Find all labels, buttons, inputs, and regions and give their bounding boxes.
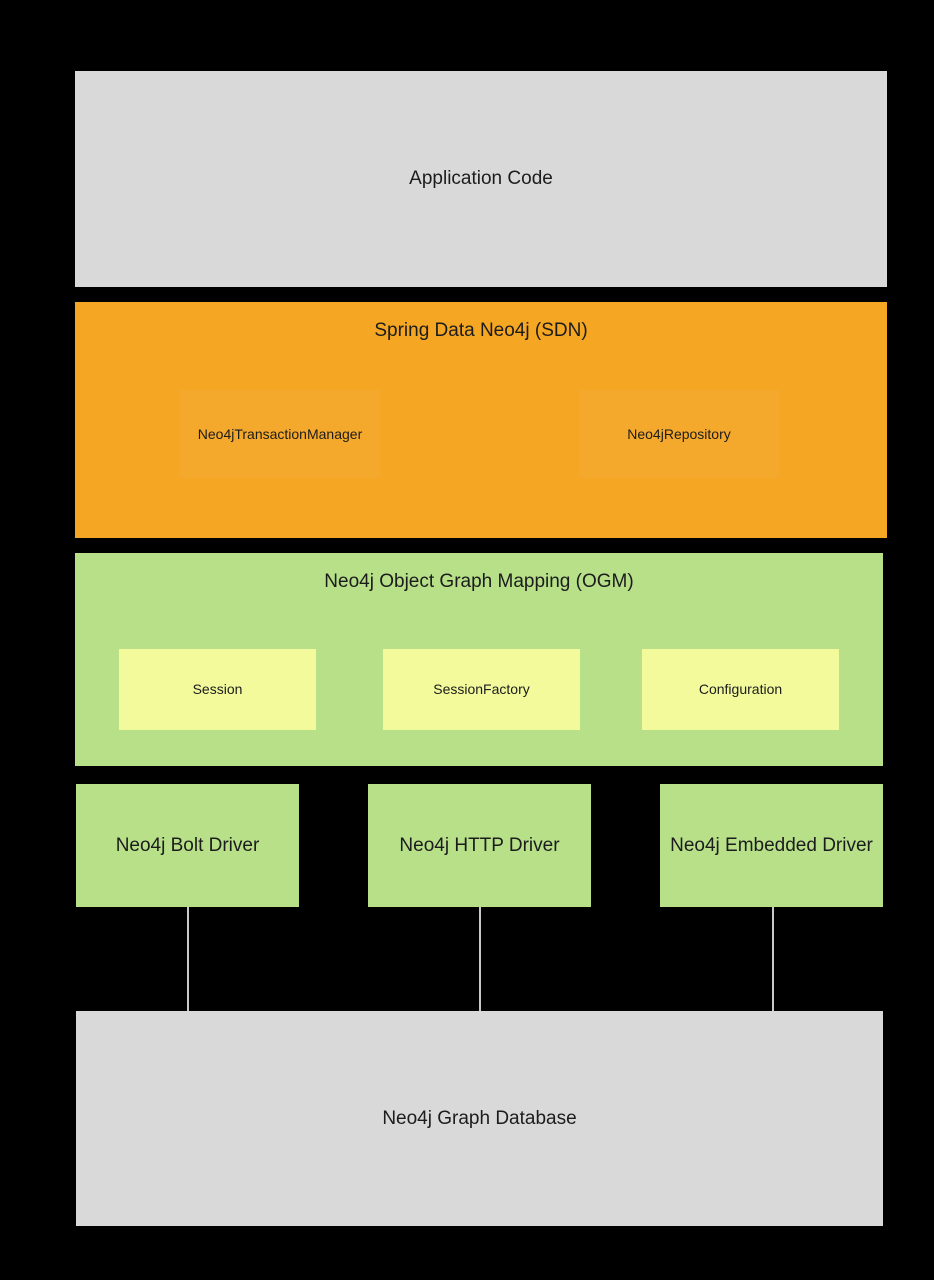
layer-neo4j-ogm: Neo4j Object Graph Mapping (OGM) Session… <box>75 553 883 766</box>
ogm-component-label: Session <box>192 681 243 698</box>
ogm-component-session-factory: SessionFactory <box>383 649 580 730</box>
driver-label: Neo4j HTTP Driver <box>399 834 560 856</box>
layer-graph-database: Neo4j Graph Database <box>76 1011 883 1226</box>
ogm-layer-title: Neo4j Object Graph Mapping (OGM) <box>324 571 634 592</box>
sdn-component-label: Neo4jRepository <box>627 425 731 442</box>
layer-application-code: Application Code <box>75 71 887 287</box>
connector-embedded-to-database <box>772 907 774 1011</box>
connector-http-to-database <box>479 907 481 1011</box>
sdn-component-transaction-manager: Neo4jTransactionManager <box>180 390 380 478</box>
driver-label: Neo4j Embedded Driver <box>670 834 873 856</box>
application-code-label: Application Code <box>409 168 553 190</box>
ogm-component-label: Configuration <box>698 681 783 698</box>
driver-bolt: Neo4j Bolt Driver <box>76 784 299 907</box>
connector-bolt-to-database <box>187 907 189 1011</box>
graph-database-label: Neo4j Graph Database <box>382 1107 577 1129</box>
layer-spring-data-neo4j: Spring Data Neo4j (SDN) Neo4jTransaction… <box>75 302 887 538</box>
driver-embedded: Neo4j Embedded Driver <box>660 784 883 907</box>
sdn-component-repository: Neo4jRepository <box>579 390 779 478</box>
ogm-component-configuration: Configuration <box>642 649 839 730</box>
sdn-component-label: Neo4jTransactionManager <box>197 425 363 442</box>
ogm-component-label: SessionFactory <box>433 681 530 698</box>
ogm-component-session: Session <box>119 649 316 730</box>
driver-http: Neo4j HTTP Driver <box>368 784 591 907</box>
driver-label: Neo4j Bolt Driver <box>115 834 260 856</box>
sdn-layer-title: Spring Data Neo4j (SDN) <box>374 320 588 341</box>
